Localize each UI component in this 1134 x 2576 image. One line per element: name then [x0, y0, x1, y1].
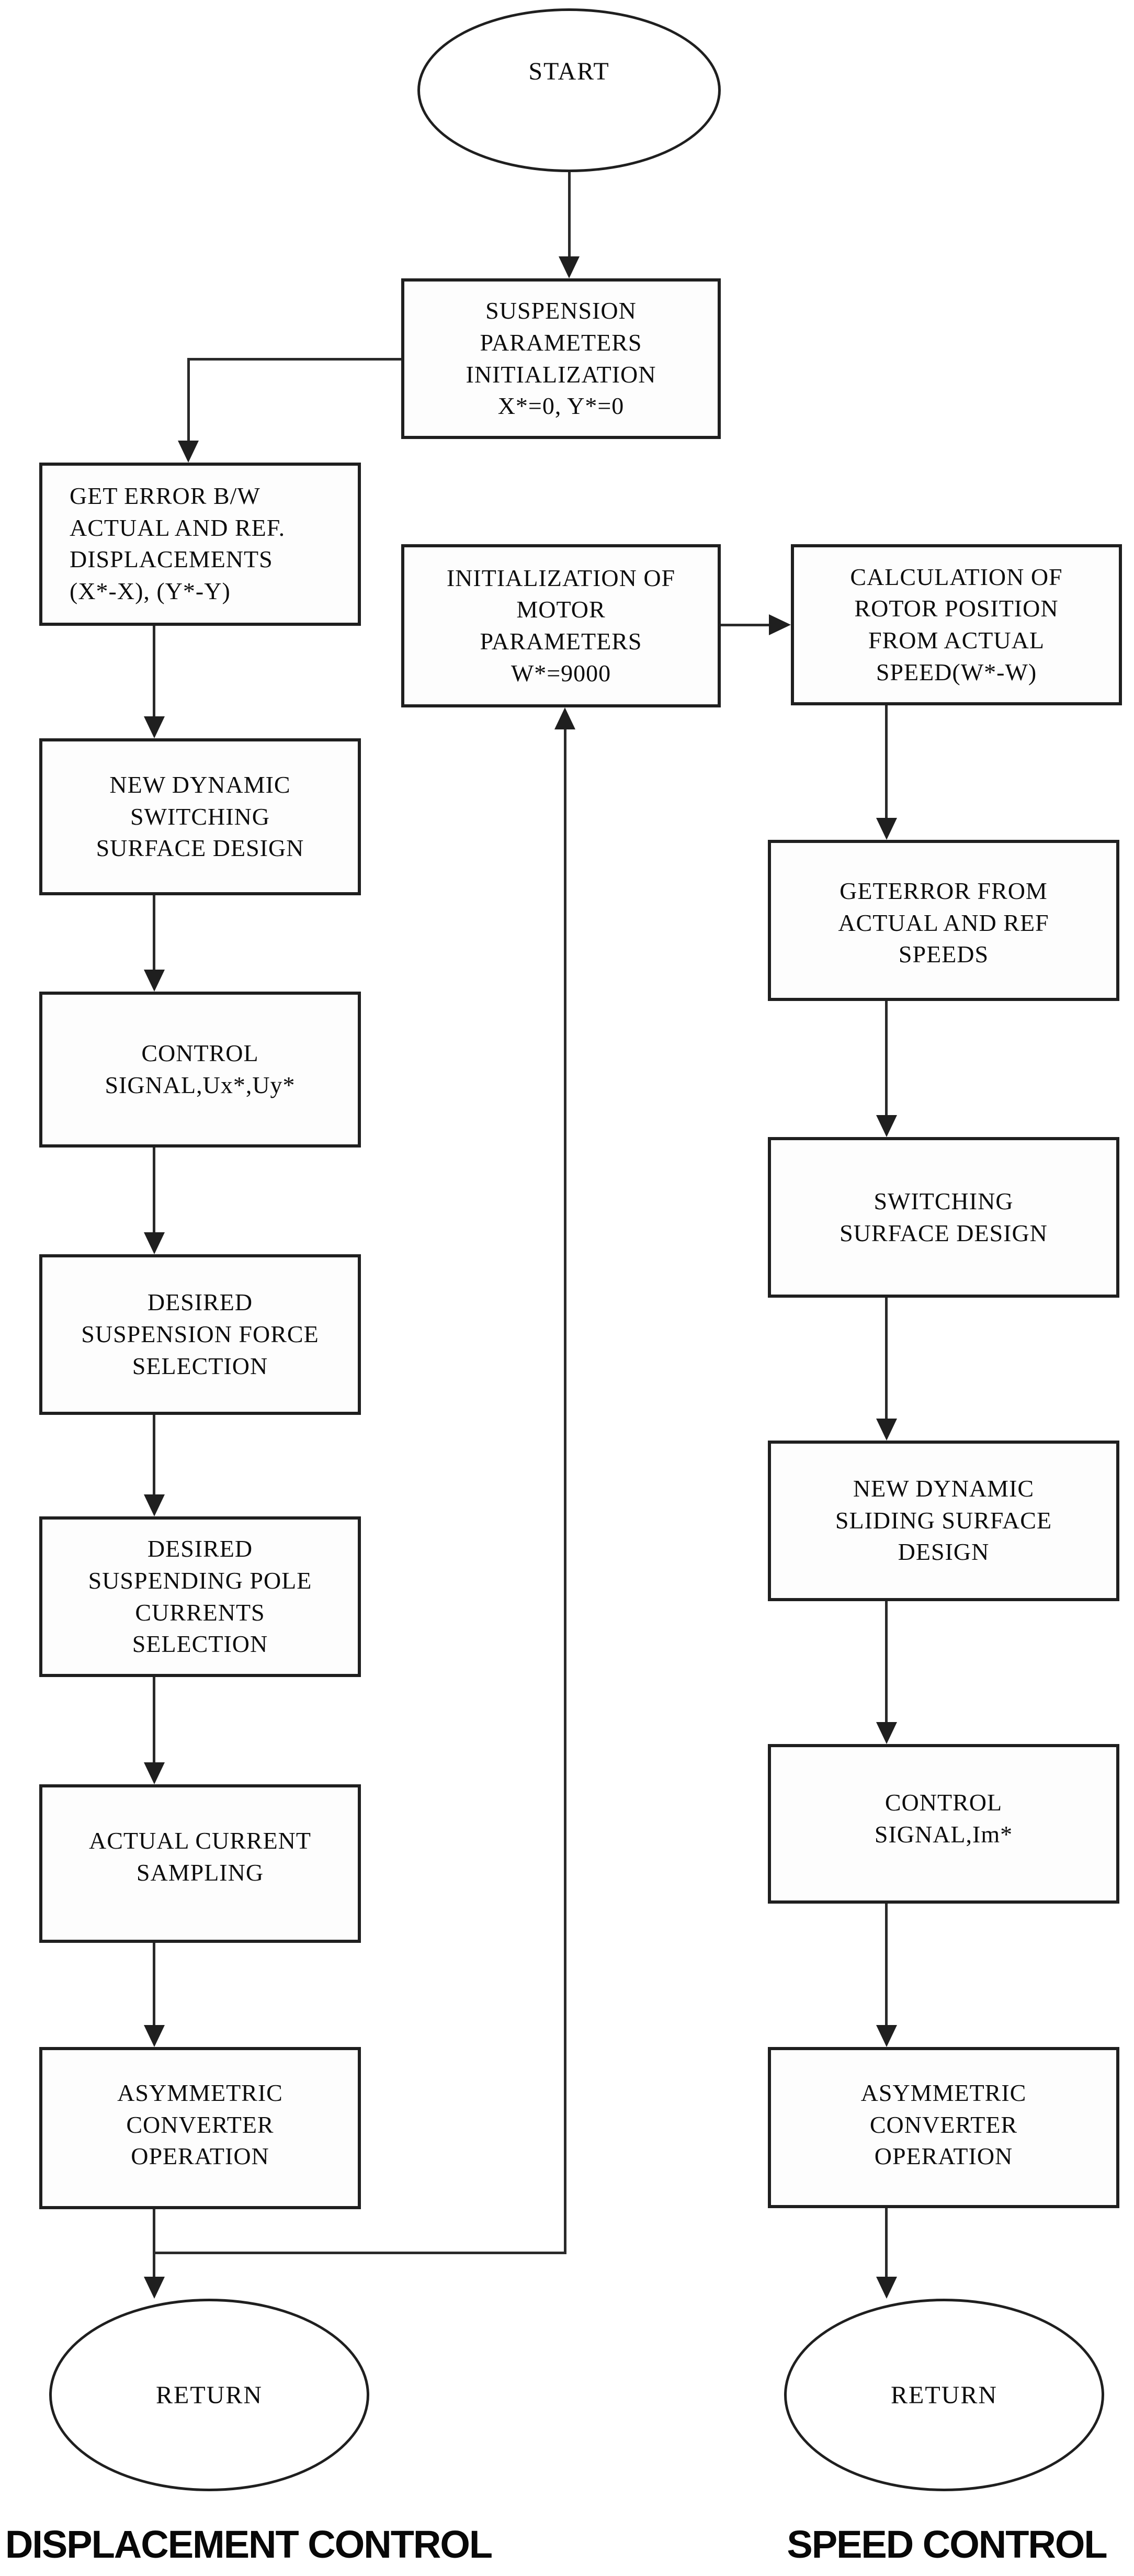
edge-switchingsurface-to-sliding-arrowhead-icon: [876, 1419, 897, 1441]
edge-suspension-to-geterror-hline: [187, 358, 401, 361]
return-terminal-displacement: RETURN: [49, 2299, 369, 2491]
edge-initmotor-to-calcrotor-line: [721, 624, 769, 626]
edge-geterrorspeeds-to-switchingsurface-line: [885, 1001, 888, 1117]
process-box-control-signal-im: CONTROL SIGNAL,Im*: [768, 1744, 1119, 1904]
edge-sampling-to-asymmetric-line: [153, 1943, 155, 2027]
process-box-suspension-parameters-initialization: SUSPENSION PARAMETERS INITIALIZATION X*=…: [401, 278, 721, 439]
edge-controlim-to-asymmetric-line: [885, 1904, 888, 2027]
edge-calcrotor-to-geterrorspeeds-line: [885, 705, 888, 820]
process-box-desired-suspending-pole-currents: DESIRED SUSPENDING POLE CURRENTS SELECTI…: [39, 1516, 361, 1677]
get-error-speeds-label: GETERROR FROM ACTUAL AND REF SPEEDS: [838, 878, 1049, 968]
init-motor-label: INITIALIZATION OF MOTOR PARAMETERS W*=90…: [446, 564, 676, 687]
edge-start-to-suspension-line: [568, 172, 571, 259]
process-box-control-signal-ux-uy: CONTROL SIGNAL,Ux*,Uy*: [39, 992, 361, 1148]
edge-asymmetric-to-return-line: [153, 2209, 155, 2279]
process-box-actual-current-sampling: ACTUAL CURRENT SAMPLING: [39, 1784, 361, 1943]
edge-asymmetricright-to-return-line: [885, 2208, 888, 2279]
edge-feedback-arrowhead-icon: [554, 707, 575, 729]
process-box-asymmetric-converter-right: ASYMMETRIC CONVERTER OPERATION: [768, 2047, 1119, 2208]
return-left-label: RETURN: [156, 2381, 263, 2409]
edge-geterror-to-switching-arrowhead-icon: [144, 716, 165, 738]
process-box-switching-surface-design: SWITCHING SURFACE DESIGN: [768, 1137, 1119, 1298]
edge-suspension-to-geterror-vline: [187, 358, 190, 443]
edge-asymmetric-to-return-arrowhead-icon: [144, 2277, 165, 2299]
get-error-displacements-label: GET ERROR B/W ACTUAL AND REF. DISPLACEME…: [70, 482, 286, 605]
desired-suspension-force-label: DESIRED SUSPENSION FORCE SELECTION: [81, 1289, 319, 1379]
process-box-get-error-displacements: GET ERROR B/W ACTUAL AND REF. DISPLACEME…: [39, 463, 361, 626]
edge-geterror-to-switching-line: [153, 626, 155, 718]
process-box-asymmetric-converter-left: ASYMMETRIC CONVERTER OPERATION: [39, 2047, 361, 2209]
edge-asymmetricright-to-return-arrowhead-icon: [876, 2277, 897, 2299]
edge-calcrotor-to-geterrorspeeds-arrowhead-icon: [876, 818, 897, 840]
edge-polecurrents-to-sampling-line: [153, 1677, 155, 1764]
suspension-init-label: SUSPENSION PARAMETERS INITIALIZATION X*=…: [466, 297, 656, 420]
switching-surface-label: SWITCHING SURFACE DESIGN: [840, 1187, 1048, 1246]
edge-controlux-to-force-arrowhead-icon: [144, 1232, 165, 1254]
asymmetric-left-label: ASYMMETRIC CONVERTER OPERATION: [117, 2079, 283, 2170]
new-dynamic-sliding-label: NEW DYNAMIC SLIDING SURFACE DESIGN: [835, 1475, 1052, 1566]
process-box-desired-suspension-force: DESIRED SUSPENSION FORCE SELECTION: [39, 1254, 361, 1415]
new-dynamic-switching-label: NEW DYNAMIC SWITCHING SURFACE DESIGN: [96, 771, 304, 862]
edge-suspension-to-geterror-arrowhead-icon: [178, 441, 199, 463]
desired-suspending-pole-label: DESIRED SUSPENDING POLE CURRENTS SELECTI…: [88, 1535, 312, 1658]
start-terminal: START: [417, 8, 721, 172]
edge-switching-to-controlux-arrowhead-icon: [144, 970, 165, 992]
edge-controlim-to-asymmetric-arrowhead-icon: [876, 2025, 897, 2047]
edge-switching-to-controlux-line: [153, 895, 155, 972]
return-terminal-speed: RETURN: [784, 2299, 1104, 2491]
calc-rotor-label: CALCULATION OF ROTOR POSITION FROM ACTUA…: [850, 563, 1063, 685]
process-box-new-dynamic-switching-surface: NEW DYNAMIC SWITCHING SURFACE DESIGN: [39, 738, 361, 895]
asymmetric-right-label: ASYMMETRIC CONVERTER OPERATION: [860, 2079, 1027, 2170]
edge-controlux-to-force-line: [153, 1148, 155, 1234]
return-right-label: RETURN: [891, 2381, 997, 2409]
edge-feedback-hline: [153, 2252, 566, 2254]
control-signal-im-label: CONTROL SIGNAL,Im*: [874, 1789, 1013, 1848]
edge-polecurrents-to-sampling-arrowhead-icon: [144, 1762, 165, 1784]
edge-force-to-polecurrents-arrowhead-icon: [144, 1494, 165, 1516]
edge-force-to-polecurrents-line: [153, 1415, 155, 1497]
process-box-calculation-of-rotor-position: CALCULATION OF ROTOR POSITION FROM ACTUA…: [791, 544, 1122, 705]
start-label: START: [528, 58, 610, 85]
actual-current-sampling-label: ACTUAL CURRENT SAMPLING: [88, 1827, 311, 1886]
edge-geterrorspeeds-to-switchingsurface-arrowhead-icon: [876, 1115, 897, 1137]
edge-initmotor-to-calcrotor-arrowhead-icon: [769, 614, 791, 635]
process-box-new-dynamic-sliding-surface: NEW DYNAMIC SLIDING SURFACE DESIGN: [768, 1441, 1119, 1601]
caption-displacement-control: DISPLACEMENT CONTROL: [5, 2523, 493, 2566]
edge-sliding-to-controlim-line: [885, 1601, 888, 1724]
edge-sliding-to-controlim-arrowhead-icon: [876, 1722, 897, 1744]
edge-sampling-to-asymmetric-arrowhead-icon: [144, 2025, 165, 2047]
process-box-get-error-speeds: GETERROR FROM ACTUAL AND REF SPEEDS: [768, 840, 1119, 1001]
edge-switchingsurface-to-sliding-line: [885, 1298, 888, 1421]
edge-start-to-suspension-arrowhead-icon: [559, 256, 580, 278]
caption-speed-control: SPEED CONTROL: [787, 2523, 1107, 2566]
process-box-initialization-of-motor-parameters: INITIALIZATION OF MOTOR PARAMETERS W*=90…: [401, 544, 721, 707]
edge-feedback-vline: [564, 729, 566, 2254]
control-signal-uxuy-label: CONTROL SIGNAL,Ux*,Uy*: [105, 1040, 296, 1098]
